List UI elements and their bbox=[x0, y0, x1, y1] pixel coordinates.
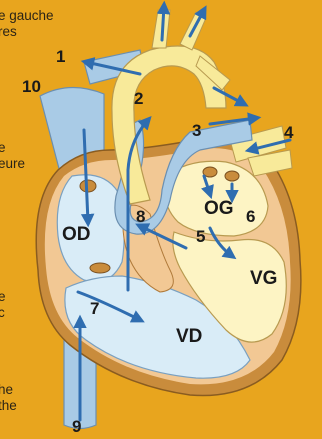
label-vg: VG bbox=[250, 268, 277, 289]
label-vd: VD bbox=[176, 326, 202, 347]
label-8: 8 bbox=[136, 207, 145, 226]
label-og: OG bbox=[204, 198, 234, 219]
pulmonary-vein-opening-2 bbox=[225, 171, 239, 181]
tricuspid-valve bbox=[90, 263, 110, 273]
arrow-aorta-up-1 bbox=[162, 6, 164, 40]
label-2: 2 bbox=[134, 89, 143, 108]
label-od: OD bbox=[62, 224, 91, 245]
label-10: 10 bbox=[22, 77, 41, 96]
label-9: 9 bbox=[72, 417, 81, 436]
label-5: 5 bbox=[196, 227, 205, 246]
label-3: 3 bbox=[192, 121, 201, 140]
label-4: 4 bbox=[284, 123, 294, 142]
label-6: 6 bbox=[246, 207, 255, 226]
label-1: 1 bbox=[56, 47, 65, 66]
label-7: 7 bbox=[90, 299, 99, 318]
aorta-branch-1 bbox=[152, 10, 170, 48]
